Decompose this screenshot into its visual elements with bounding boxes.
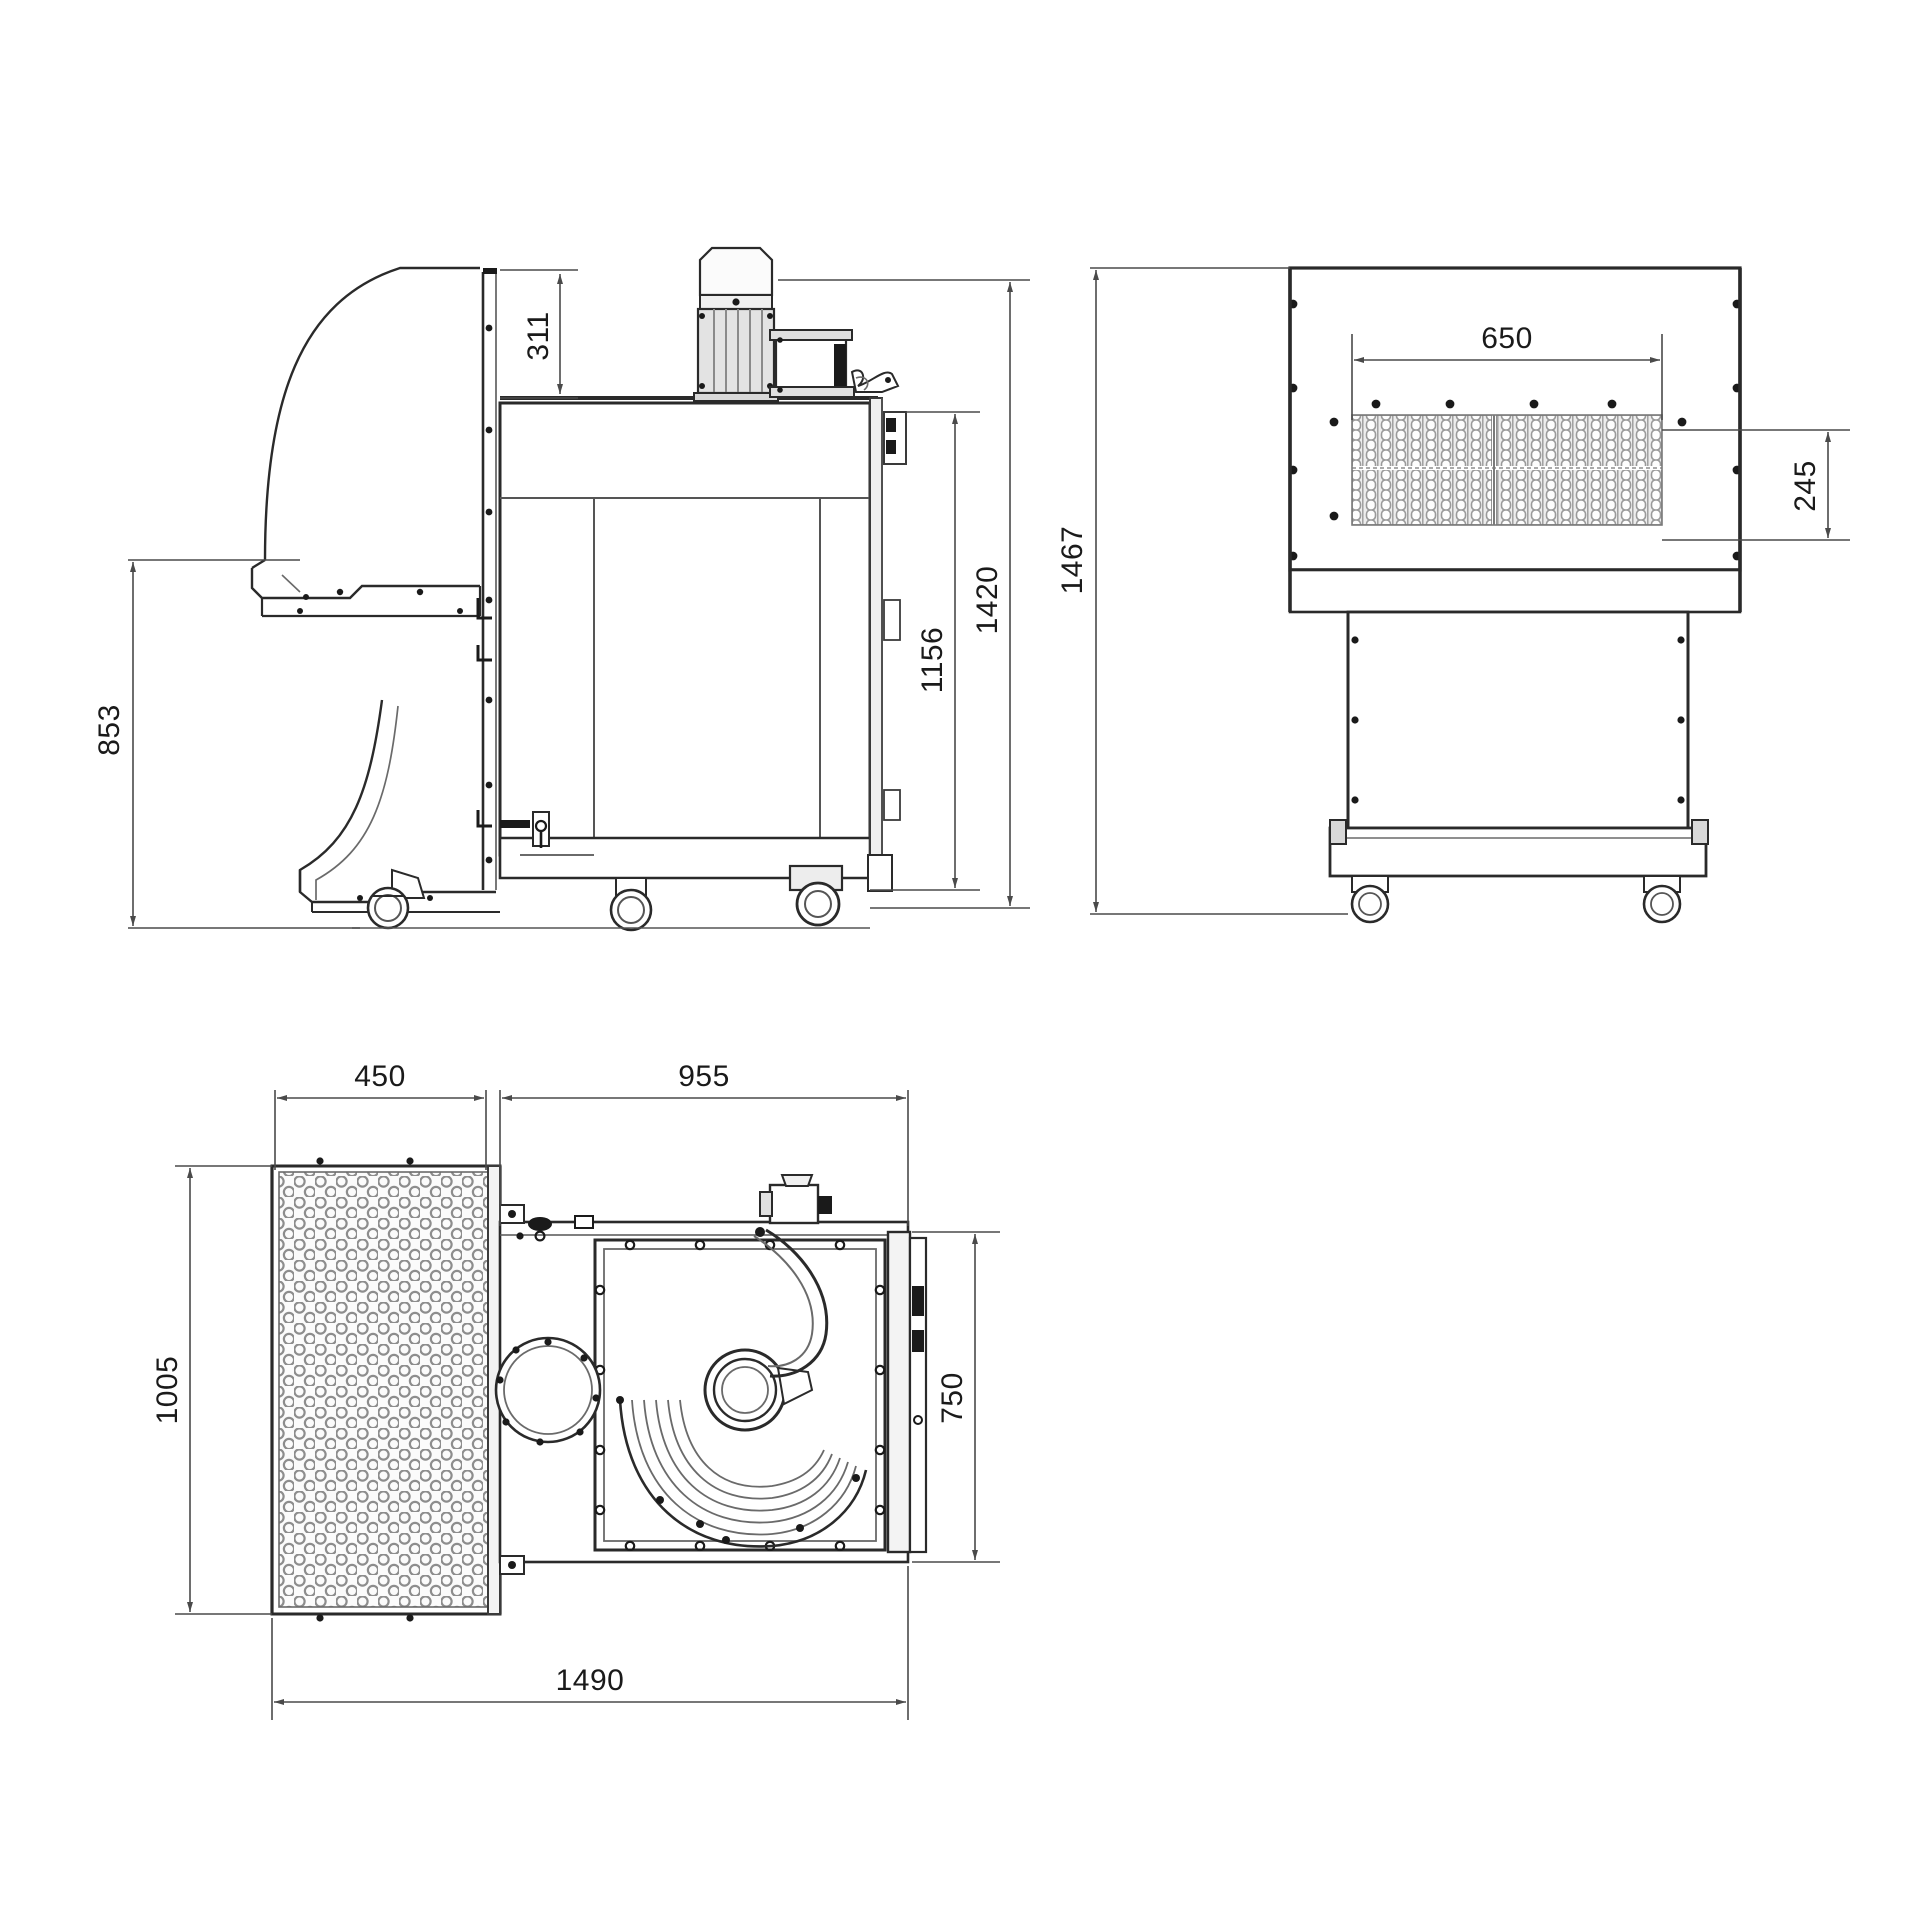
dim-311-label: 311 [522, 311, 555, 360]
plan-view: 450 955 1005 1490 750 [151, 1060, 1000, 1720]
flexible-hose [753, 1227, 829, 1378]
front-view: 1467 650 245 [1056, 266, 1850, 924]
cabinet-body [498, 396, 907, 880]
dim-245-label: 245 [1789, 460, 1822, 512]
dim-311: 311 [500, 269, 578, 399]
dim-650-label: 650 [1481, 322, 1533, 355]
dim-1467: 1467 [1056, 267, 1348, 915]
dim-955: 955 [499, 1060, 909, 1226]
fan-inlet-cone [703, 1348, 814, 1432]
dim-750: 750 [912, 1231, 1000, 1563]
dim-1156: 1156 [870, 411, 980, 891]
dim-750-label: 750 [936, 1372, 969, 1424]
dim-1005: 1005 [151, 1165, 272, 1615]
side-panel-plan [886, 1230, 928, 1554]
motor-assembly [693, 246, 779, 402]
motor-plan [759, 1174, 832, 1225]
dim-450-label: 450 [354, 1060, 406, 1093]
castor-wheel-right [788, 854, 893, 927]
dim-1490-label: 1490 [556, 1664, 625, 1697]
dim-853: 853 [93, 559, 360, 929]
fan-housing [769, 329, 900, 398]
base-hopper-front [1328, 819, 1709, 924]
dim-650: 650 [1351, 322, 1663, 420]
cabinet-mid-front [1346, 610, 1690, 830]
cartridge-filter-bank [1329, 399, 1687, 526]
dim-1156-label: 1156 [916, 627, 949, 694]
hood-support-column [476, 268, 497, 890]
dim-1420-label: 1420 [971, 566, 1004, 635]
castor-wheels-side [352, 854, 893, 932]
door-latch [500, 811, 550, 848]
dim-245: 245 [1662, 429, 1850, 541]
dim-955-label: 955 [678, 1060, 730, 1093]
dim-450: 450 [274, 1060, 487, 1170]
castor-wheel-left [366, 868, 426, 930]
dim-1420: 1420 [778, 279, 1030, 909]
dim-1467-label: 1467 [1056, 526, 1089, 595]
spiral-ducting [616, 1396, 868, 1548]
inspection-port [494, 1336, 602, 1446]
side-view: 311 853 1156 1420 [93, 246, 1030, 932]
castor-wheel-mid [609, 877, 653, 932]
perforated-grille-panel [270, 1157, 502, 1622]
extraction-hood [250, 266, 482, 618]
dim-1490: 1490 [271, 1566, 909, 1720]
dim-1005-label: 1005 [151, 1356, 184, 1425]
dim-853-label: 853 [93, 704, 126, 756]
